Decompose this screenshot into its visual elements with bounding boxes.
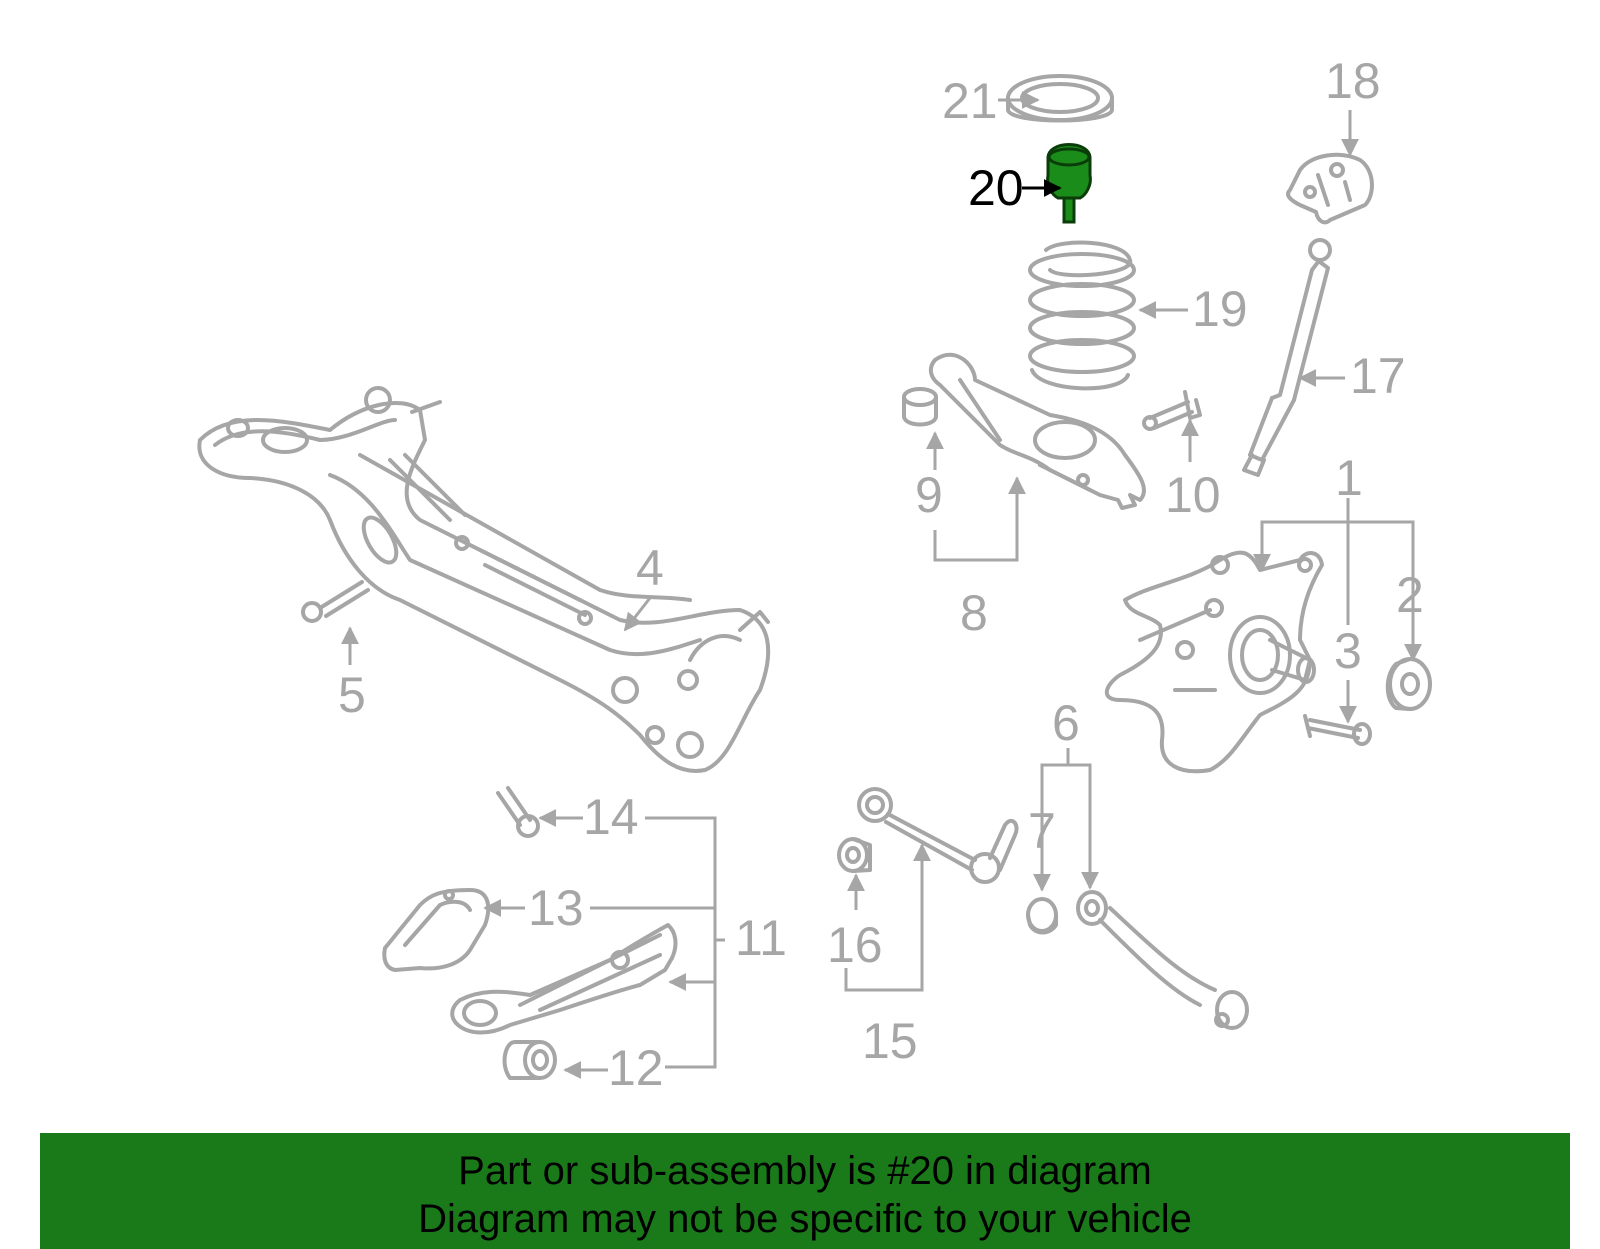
spring-seat-part[interactable] [1006, 74, 1114, 123]
callout-19[interactable]: 19 [1192, 281, 1248, 337]
callout-3[interactable]: 3 [1334, 623, 1362, 679]
callout-10[interactable]: 10 [1165, 467, 1221, 523]
callout-8[interactable]: 8 [960, 585, 988, 641]
info-banner: Part or sub-assembly is #20 in diagram D… [40, 1133, 1570, 1249]
bushing-16-part[interactable] [837, 837, 872, 873]
callout-9[interactable]: 9 [915, 467, 943, 523]
callout-4[interactable]: 4 [636, 540, 664, 596]
bushing-12-part[interactable] [502, 1040, 557, 1080]
bushing-2-part[interactable] [1385, 657, 1432, 711]
callout-6[interactable]: 6 [1052, 695, 1080, 751]
callout-21[interactable]: 21 [942, 73, 998, 129]
bolt-14-part[interactable] [496, 786, 540, 838]
bump-stop-part[interactable] [1046, 143, 1092, 224]
callout-1[interactable]: 1 [1335, 450, 1363, 506]
callout-7[interactable]: 7 [1028, 803, 1056, 859]
knuckle-part[interactable] [1104, 550, 1324, 774]
callout-2[interactable]: 2 [1396, 567, 1424, 623]
bolt-3-part[interactable] [1303, 714, 1372, 746]
callout-17[interactable]: 17 [1350, 348, 1406, 404]
callout-16[interactable]: 16 [827, 917, 883, 973]
lateral-link-part[interactable] [857, 787, 1019, 884]
shock-absorber-part[interactable] [1242, 238, 1332, 477]
coil-spring-part[interactable] [1028, 240, 1136, 391]
banner-line-disclaimer: Diagram may not be specific to your vehi… [418, 1197, 1192, 1241]
banner-line-part-number: Part or sub-assembly is #20 in diagram [458, 1149, 1152, 1193]
leader-lines [341, 91, 1422, 1079]
bolt-5-part[interactable] [301, 580, 370, 623]
callout-18[interactable]: 18 [1325, 53, 1381, 109]
control-arm-part[interactable] [902, 352, 1146, 510]
rear-link-part[interactable] [1076, 890, 1249, 1030]
lower-arm-part[interactable] [450, 923, 678, 1035]
callout-20[interactable]: 20 [968, 160, 1024, 216]
crossmember-part[interactable] [197, 386, 771, 773]
bolt-10-part[interactable] [1142, 390, 1202, 431]
bushing-7-part[interactable] [1026, 897, 1058, 935]
callout-5[interactable]: 5 [338, 667, 366, 723]
callout-12[interactable]: 12 [608, 1040, 664, 1096]
shock-mount-part[interactable] [1286, 152, 1374, 225]
callout-13[interactable]: 13 [528, 880, 584, 936]
bracket-13-part[interactable] [382, 888, 491, 972]
callout-15[interactable]: 15 [862, 1013, 918, 1069]
callout-11[interactable]: 11 [735, 910, 787, 966]
callout-labels: 1 2 3 4 5 6 7 8 9 10 11 12 13 14 15 16 1… [338, 53, 1424, 1096]
callout-14[interactable]: 14 [583, 789, 639, 845]
